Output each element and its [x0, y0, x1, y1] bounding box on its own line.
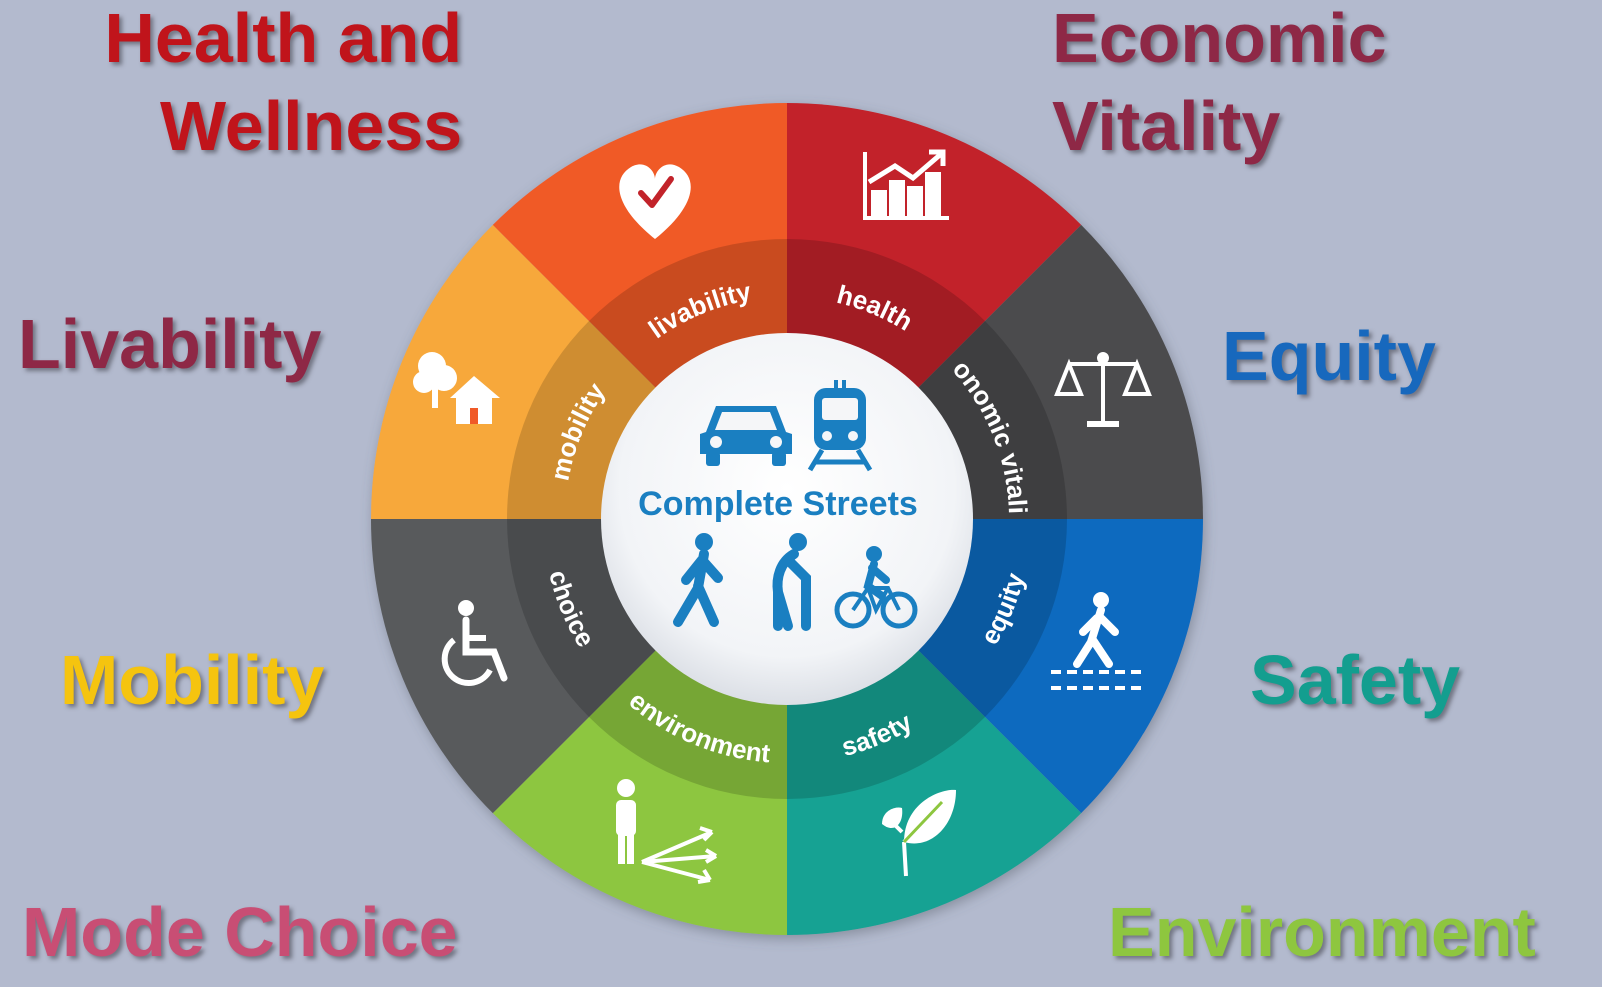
train-icon	[807, 380, 873, 472]
leaf-icon	[882, 789, 956, 877]
balance-scale-icon	[1054, 352, 1152, 427]
label-health-line1: Health and	[104, 0, 463, 77]
segment-icons	[413, 149, 1152, 884]
bicycle-icon	[834, 546, 918, 629]
pedestrian-crossing-icon	[1051, 592, 1143, 690]
label-economic-vitality: Economic Vitality	[1052, 0, 1387, 170]
tree-house-icon	[413, 352, 500, 424]
label-safety: Safety	[1250, 641, 1461, 719]
label-mobility: Mobility	[60, 641, 325, 719]
center-title: Complete Streets	[638, 485, 918, 523]
wheelchair-icon	[441, 600, 508, 686]
label-health-line2: Wellness	[160, 87, 463, 165]
label-health-wellness: Health and Wellness	[104, 0, 462, 170]
label-livability: Livability	[18, 305, 322, 383]
walker-icon	[673, 533, 723, 627]
label-mode-choice: Mode Choice	[22, 893, 458, 971]
center-disc	[601, 333, 973, 705]
rising-chart-icon	[863, 149, 949, 220]
elderly-cane-icon	[772, 533, 811, 631]
heart-check-icon	[619, 164, 691, 239]
label-equity: Equity	[1222, 317, 1436, 395]
label-economic-line1: Economic	[1052, 0, 1387, 77]
label-economic-line2: Vitality	[1052, 87, 1281, 165]
center-icons	[673, 380, 918, 631]
label-environment: Environment	[1108, 893, 1536, 971]
car-icon	[700, 406, 792, 466]
person-arrows-icon	[616, 779, 718, 884]
